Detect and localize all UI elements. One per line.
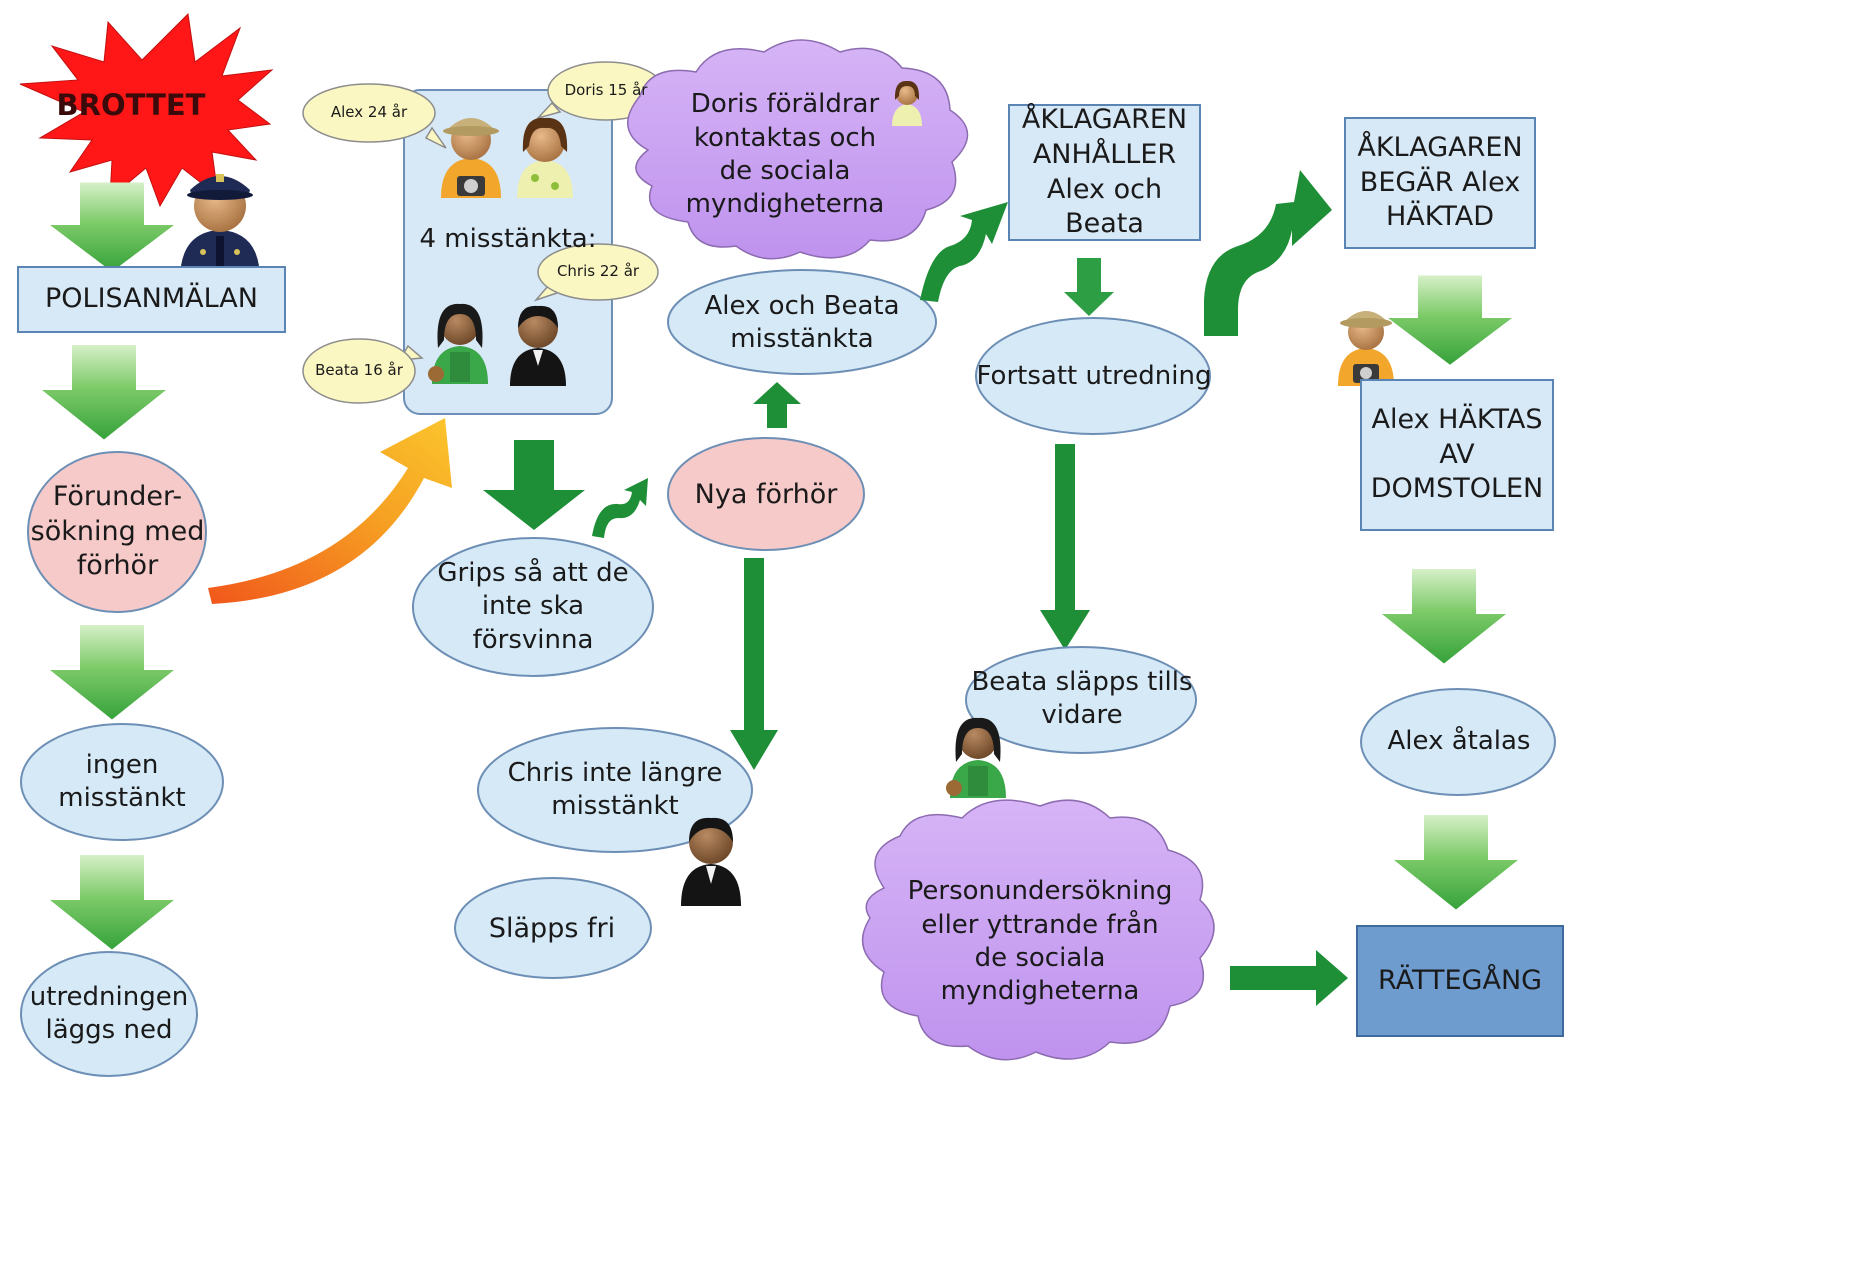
arrow-nya-to-chris [730, 558, 778, 770]
arrow-suspects-to-grips [483, 440, 585, 530]
ingen-misstankt-label: ingen misstänkt [58, 749, 186, 813]
alex-beata-misstankta-ellipse [667, 269, 937, 375]
arrow-brottet-to-polis [50, 182, 174, 272]
arrow-atalas-to-rattegang [1394, 815, 1518, 910]
aklagaren-begar-box [1344, 117, 1536, 249]
arrow-haktas-to-atalas [1382, 569, 1506, 664]
forundersokning-label: Förunder- sökning med förhör [30, 481, 205, 582]
personundersokning-label: Personundersökning eller yttrande från d… [907, 876, 1173, 1007]
alex-speech-bubble [302, 83, 447, 149]
suspects-label: 4 misstänkta: [419, 224, 597, 255]
polisanmalan-box [17, 266, 286, 333]
utredningen-ellipse [20, 951, 198, 1077]
rattegang-box [1356, 925, 1564, 1037]
doris-foraldrar-cloud [627, 39, 969, 260]
arrow-nya-to-alexbeata [753, 382, 801, 428]
beata-small-icon [946, 717, 1006, 798]
rattegang-label: RÄTTEGÅNG [1377, 964, 1543, 996]
utredningen-label: utredningen läggs ned [29, 981, 189, 1045]
nya-forhor-ellipse [667, 437, 865, 551]
ingen-misstankt-ellipse [20, 723, 224, 841]
arrow-fortsatt-to-beata [1040, 444, 1090, 650]
alex-person-icon [441, 118, 501, 198]
chris-inte-langre-label: Chris inte längre misstänkt [507, 757, 723, 821]
arrow-grips-to-nya [592, 478, 648, 538]
aklagaren-anhaller-box [1008, 104, 1201, 241]
police-officer-icon [180, 174, 260, 280]
alex-haktas-box [1360, 379, 1554, 531]
aklagaren-begar-label: ÅKLAGAREN BEGÄR Alex HÄKTAD [1357, 132, 1523, 233]
grips-ellipse [412, 537, 654, 677]
chris-speech-bubble [533, 243, 659, 302]
chris-small-icon [681, 817, 741, 906]
arrow-anhaller-to-fortsatt [1064, 258, 1114, 316]
arrow-fortsatt-to-begar [1204, 170, 1332, 336]
beata-slapps-ellipse [965, 646, 1197, 754]
alex-haktas-label: Alex HÄKTAS AV DOMSTOLEN [1370, 404, 1544, 505]
alex-small-icon [1338, 311, 1394, 386]
fortsatt-utredning-label: Fortsatt utredning [976, 361, 1212, 392]
orange-curved-arrow [208, 418, 452, 604]
beata-bubble-label: Beata 16 år [315, 361, 403, 380]
doris-person-icon [517, 117, 573, 198]
chris-person-icon [510, 305, 566, 386]
brottet-label: BROTTET [56, 88, 206, 123]
beata-slapps-label: Beata släpps tills vidare [971, 666, 1193, 730]
arrow-alexbeata-to-aklagaren [920, 202, 1008, 302]
alex-atalas-ellipse [1360, 688, 1556, 796]
brottet-star [19, 12, 274, 208]
doris-small-icon [892, 80, 922, 126]
doris-bubble-label: Doris 15 år [564, 81, 648, 100]
beata-speech-bubble [302, 338, 424, 404]
slapps-fri-label: Släpps fri [488, 912, 616, 944]
beata-person-icon [428, 303, 488, 384]
alex-atalas-label: Alex åtalas [1387, 726, 1531, 757]
chris-bubble-label: Chris 22 år [556, 262, 640, 281]
chris-inte-langre-ellipse [477, 727, 753, 853]
polisanmalan-label: POLISANMÄLAN [45, 283, 258, 315]
alex-beata-misstankta-label: Alex och Beata misstänkta [704, 290, 900, 354]
slapps-fri-ellipse [454, 877, 652, 979]
aklagaren-anhaller-label: ÅKLAGAREN ANHÅLLER Alex och Beata [1021, 104, 1188, 240]
nya-forhor-label: Nya förhör [694, 478, 838, 510]
alex-bubble-label: Alex 24 år [330, 103, 408, 122]
arrow-forundersokning-to-ingen [50, 625, 174, 720]
arrow-begar-to-haktas [1388, 275, 1512, 365]
arrow-polis-to-forundersokning [42, 345, 166, 440]
arrow-cloud-to-rattegang [1230, 950, 1348, 1006]
arrow-ingen-to-utredningen [50, 855, 174, 950]
personundersokning-cloud [861, 799, 1215, 1061]
grips-label: Grips så att de inte ska försvinna [437, 558, 629, 655]
fortsatt-utredning-ellipse [975, 317, 1211, 435]
doris-foraldrar-label: Doris föräldrar kontaktas och de sociala… [685, 89, 885, 220]
forundersokning-ellipse [27, 451, 207, 613]
